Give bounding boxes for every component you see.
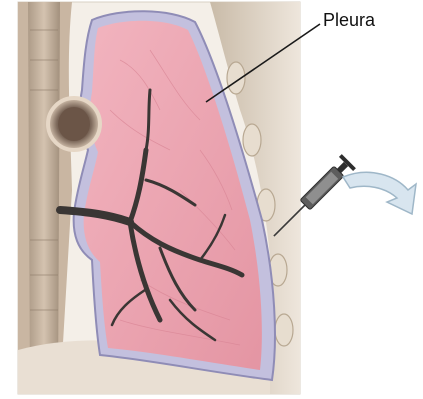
- curved-arrow-icon: [343, 172, 416, 214]
- pleura-label: Pleura: [323, 11, 375, 29]
- trachea: [28, 2, 60, 394]
